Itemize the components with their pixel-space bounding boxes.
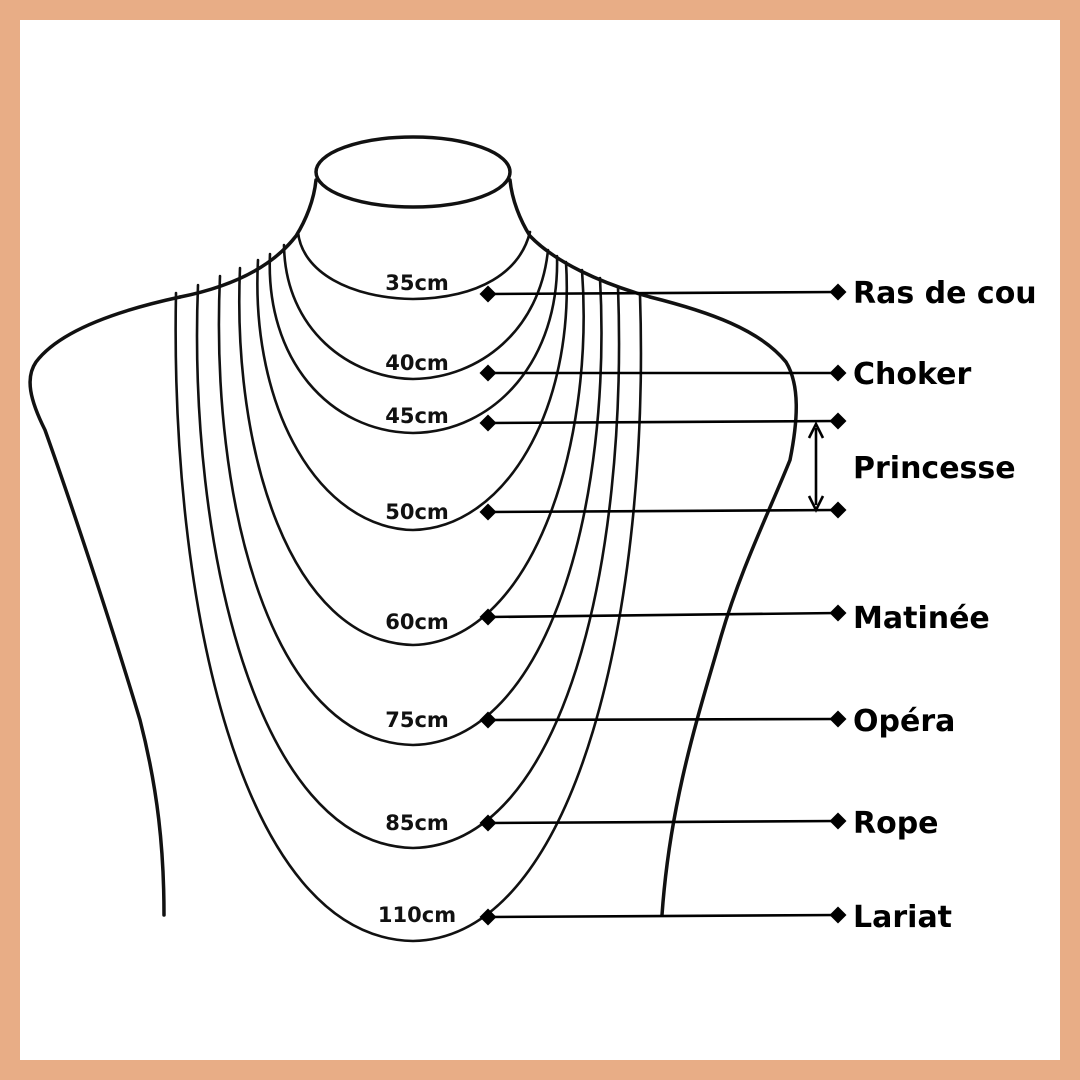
bust-outline xyxy=(28,135,799,917)
leader-lines xyxy=(479,283,847,926)
chain-35cm xyxy=(296,230,532,301)
type-label-matinee: Matinée xyxy=(853,601,990,636)
neck-right-side xyxy=(508,178,652,299)
type-label-rope: Rope xyxy=(853,806,939,841)
length-labels: 35cm 40cm 45cm 50cm 60cm 75cm 85cm 110cm xyxy=(378,271,456,927)
chain-85cm xyxy=(195,283,621,850)
type-label-princesse: Princesse xyxy=(853,451,1016,486)
chain-45cm xyxy=(268,252,559,435)
neck-top-opening xyxy=(314,135,512,209)
length-label: 45cm xyxy=(385,404,449,428)
princesse-arrow-bottom xyxy=(807,495,825,513)
leader-110cm xyxy=(487,913,839,919)
chain-40cm xyxy=(282,243,550,381)
length-label: 35cm xyxy=(385,271,449,295)
type-label-lariat: Lariat xyxy=(853,900,952,935)
leader-60cm xyxy=(487,611,839,619)
right-shoulder xyxy=(648,295,799,917)
chain-75cm xyxy=(217,274,603,747)
type-label-choker: Choker xyxy=(853,357,971,392)
leader-75cm xyxy=(487,717,839,722)
necklace-chains xyxy=(174,230,643,943)
length-label: 60cm xyxy=(385,610,449,634)
length-label: 50cm xyxy=(385,500,449,524)
chain-50cm xyxy=(256,258,569,532)
length-label: 110cm xyxy=(378,903,456,927)
neck-left-side xyxy=(178,178,318,299)
leader-85cm xyxy=(487,819,839,825)
chain-110cm xyxy=(174,291,643,943)
chain-60cm xyxy=(238,266,585,647)
length-label: 75cm xyxy=(385,708,449,732)
leader-50cm xyxy=(487,508,839,514)
type-label-ras-de-cou: Ras de cou xyxy=(853,276,1037,311)
type-label-opera: Opéra xyxy=(853,704,955,739)
princesse-arrow-top xyxy=(807,421,825,439)
length-label: 85cm xyxy=(385,811,449,835)
type-labels: Ras de cou Choker Princesse Matinée Opér… xyxy=(853,276,1037,935)
left-shoulder xyxy=(28,295,182,917)
leader-45cm xyxy=(487,419,839,425)
leader-35cm xyxy=(487,290,839,296)
length-label: 40cm xyxy=(385,351,449,375)
